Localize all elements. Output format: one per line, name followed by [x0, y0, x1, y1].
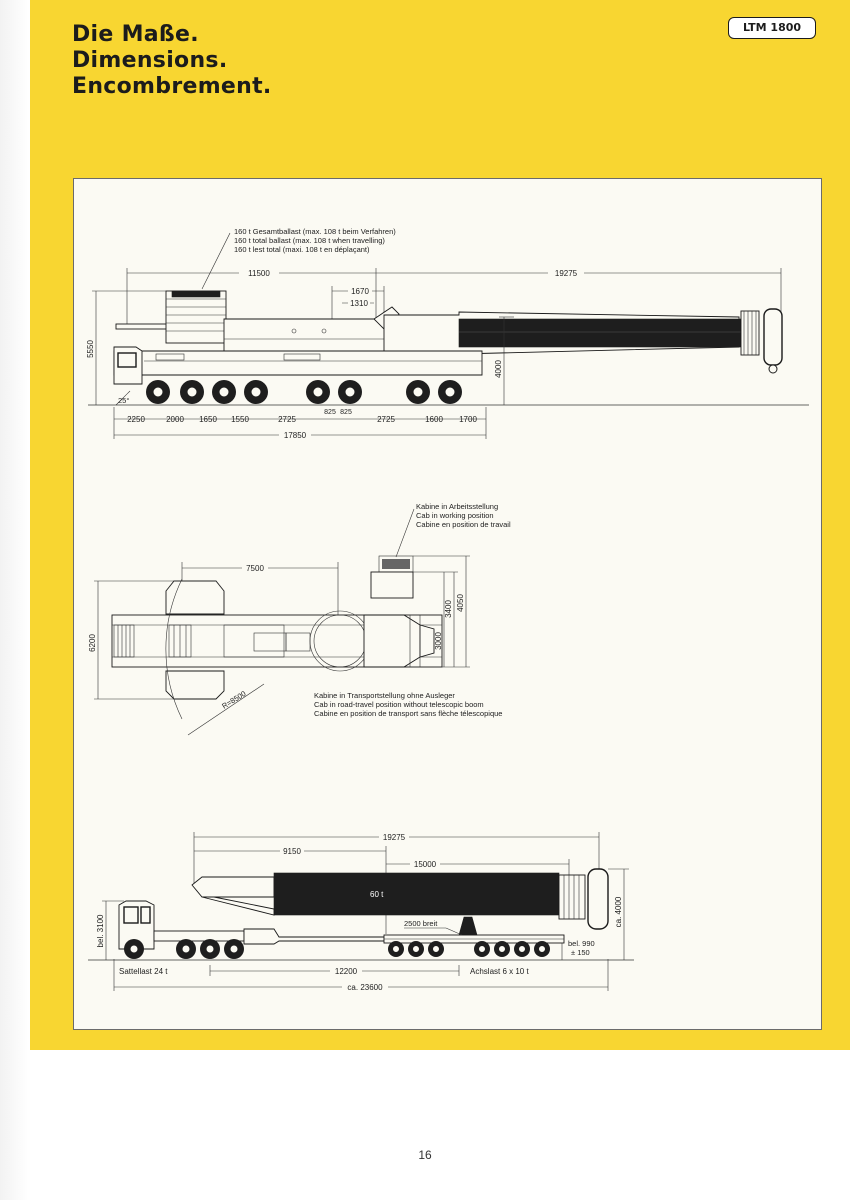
drawing-panel: 160 t Gesamtballast (max. 108 t beim Ver…	[73, 178, 822, 1030]
cab-transport-fr: Cabine en position de transport sans flè…	[314, 709, 502, 718]
ballast-leader	[201, 232, 231, 290]
transport-load: 60 t	[370, 890, 384, 899]
axle-dim-7: 825	[340, 409, 352, 416]
transport-boom	[273, 872, 560, 916]
achslast: Achslast 6 x 10 t	[470, 967, 529, 976]
boom-foot	[191, 876, 275, 898]
carrier-chassis	[113, 350, 483, 376]
angle-25: 25°	[118, 396, 129, 405]
transport-dim-15000: 15000	[414, 860, 437, 869]
cab-working-en: Cab in working position	[416, 511, 494, 520]
ballast-note-en: 160 t total ballast (max. 108 t when tra…	[234, 236, 385, 245]
radius-8500: R=8500	[220, 689, 247, 711]
transport-wheels	[124, 939, 550, 959]
dim-4050: 4050	[456, 594, 465, 612]
ballast-note-de: 160 t Gesamtballast (max. 108 t beim Ver…	[234, 227, 396, 236]
dimension-drawing: 160 t Gesamtballast (max. 108 t beim Ver…	[86, 227, 809, 992]
page-number: 16	[418, 1148, 432, 1162]
transport-dim-12200: 12200	[335, 967, 358, 976]
superstructure-plan	[363, 614, 421, 668]
axle-dim-2: 2000	[166, 415, 184, 424]
boom-head	[740, 308, 783, 374]
cab-transport-de: Kabine in Transportstellung ohne Auslege…	[314, 691, 455, 700]
transport-dim-19275: 19275	[383, 833, 406, 842]
transport-dim-4000: ca. 4000	[614, 896, 623, 927]
axle-dim-8: 2725	[377, 415, 395, 424]
axle-dim-9: 1600	[425, 415, 443, 424]
sattellast: Sattellast 24 t	[119, 967, 168, 976]
trailer-gooseneck	[243, 928, 385, 945]
outrigger-front-left	[165, 580, 225, 615]
axle-dim-6: 825	[324, 409, 336, 416]
cab-working-fr: Cabine en position de travail	[416, 520, 511, 529]
transport-dim-9150: 9150	[283, 847, 301, 856]
outrigger-front-right	[165, 670, 225, 700]
transport-dim-23600: ca. 23600	[347, 983, 383, 992]
title-line-en: Dimensions.	[72, 48, 228, 73]
page-edge-shadow	[0, 0, 28, 1200]
axle-dim-3: 1650	[199, 415, 217, 424]
axle-dim-4: 1550	[231, 415, 249, 424]
dim-7500: 7500	[246, 564, 264, 573]
superstructure	[223, 318, 387, 355]
cab-transport-en: Cab in road-travel position without tele…	[314, 700, 484, 709]
ballast-note-fr: 160 t lest total (maxi. 108 t en déplaça…	[234, 245, 370, 254]
dim-4000: 4000	[494, 360, 503, 378]
page-title: Die Maße. Dimensions. Encombrement.	[72, 22, 272, 100]
dim-3000: 3000	[434, 632, 443, 650]
telescopic-boom	[458, 318, 742, 348]
dim-1670: 1670	[351, 287, 369, 296]
transport-dim-150: ± 150	[571, 948, 590, 957]
carrier-wheels	[146, 380, 462, 404]
title-line-fr: Encombrement.	[72, 74, 272, 99]
dim-11500: 11500	[248, 269, 270, 278]
title-line-de: Die Maße.	[72, 22, 199, 47]
axle-dim-10: 1700	[459, 415, 477, 424]
dim-6200: 6200	[88, 634, 97, 652]
top-view: Kabine in Arbeitsstellung Cab in working…	[88, 502, 511, 736]
trailer-width: 2500 breit	[404, 919, 438, 928]
dim-1310: 1310	[350, 299, 368, 308]
dim-17850: 17850	[284, 431, 307, 440]
dim-19275: 19275	[555, 269, 578, 278]
axle-dim-1: 2250	[127, 415, 145, 424]
side-view: 160 t Gesamtballast (max. 108 t beim Ver…	[86, 227, 809, 440]
axle-dim-5: 2725	[278, 415, 296, 424]
cab-working-de: Kabine in Arbeitsstellung	[416, 502, 498, 511]
ballast-stack	[165, 290, 227, 344]
model-badge: LTM 1800	[728, 17, 816, 39]
tractor-chassis	[153, 930, 245, 942]
trailer-support	[458, 916, 478, 936]
dim-3400: 3400	[444, 600, 453, 618]
dim-5550: 5550	[86, 340, 95, 358]
transport-dim-3100: bel. 3100	[96, 914, 105, 947]
transport-view: 19275 9150 15000 60 t	[88, 831, 634, 992]
transport-boom-head	[558, 868, 609, 930]
transport-dim-990: bel. 990	[568, 939, 595, 948]
